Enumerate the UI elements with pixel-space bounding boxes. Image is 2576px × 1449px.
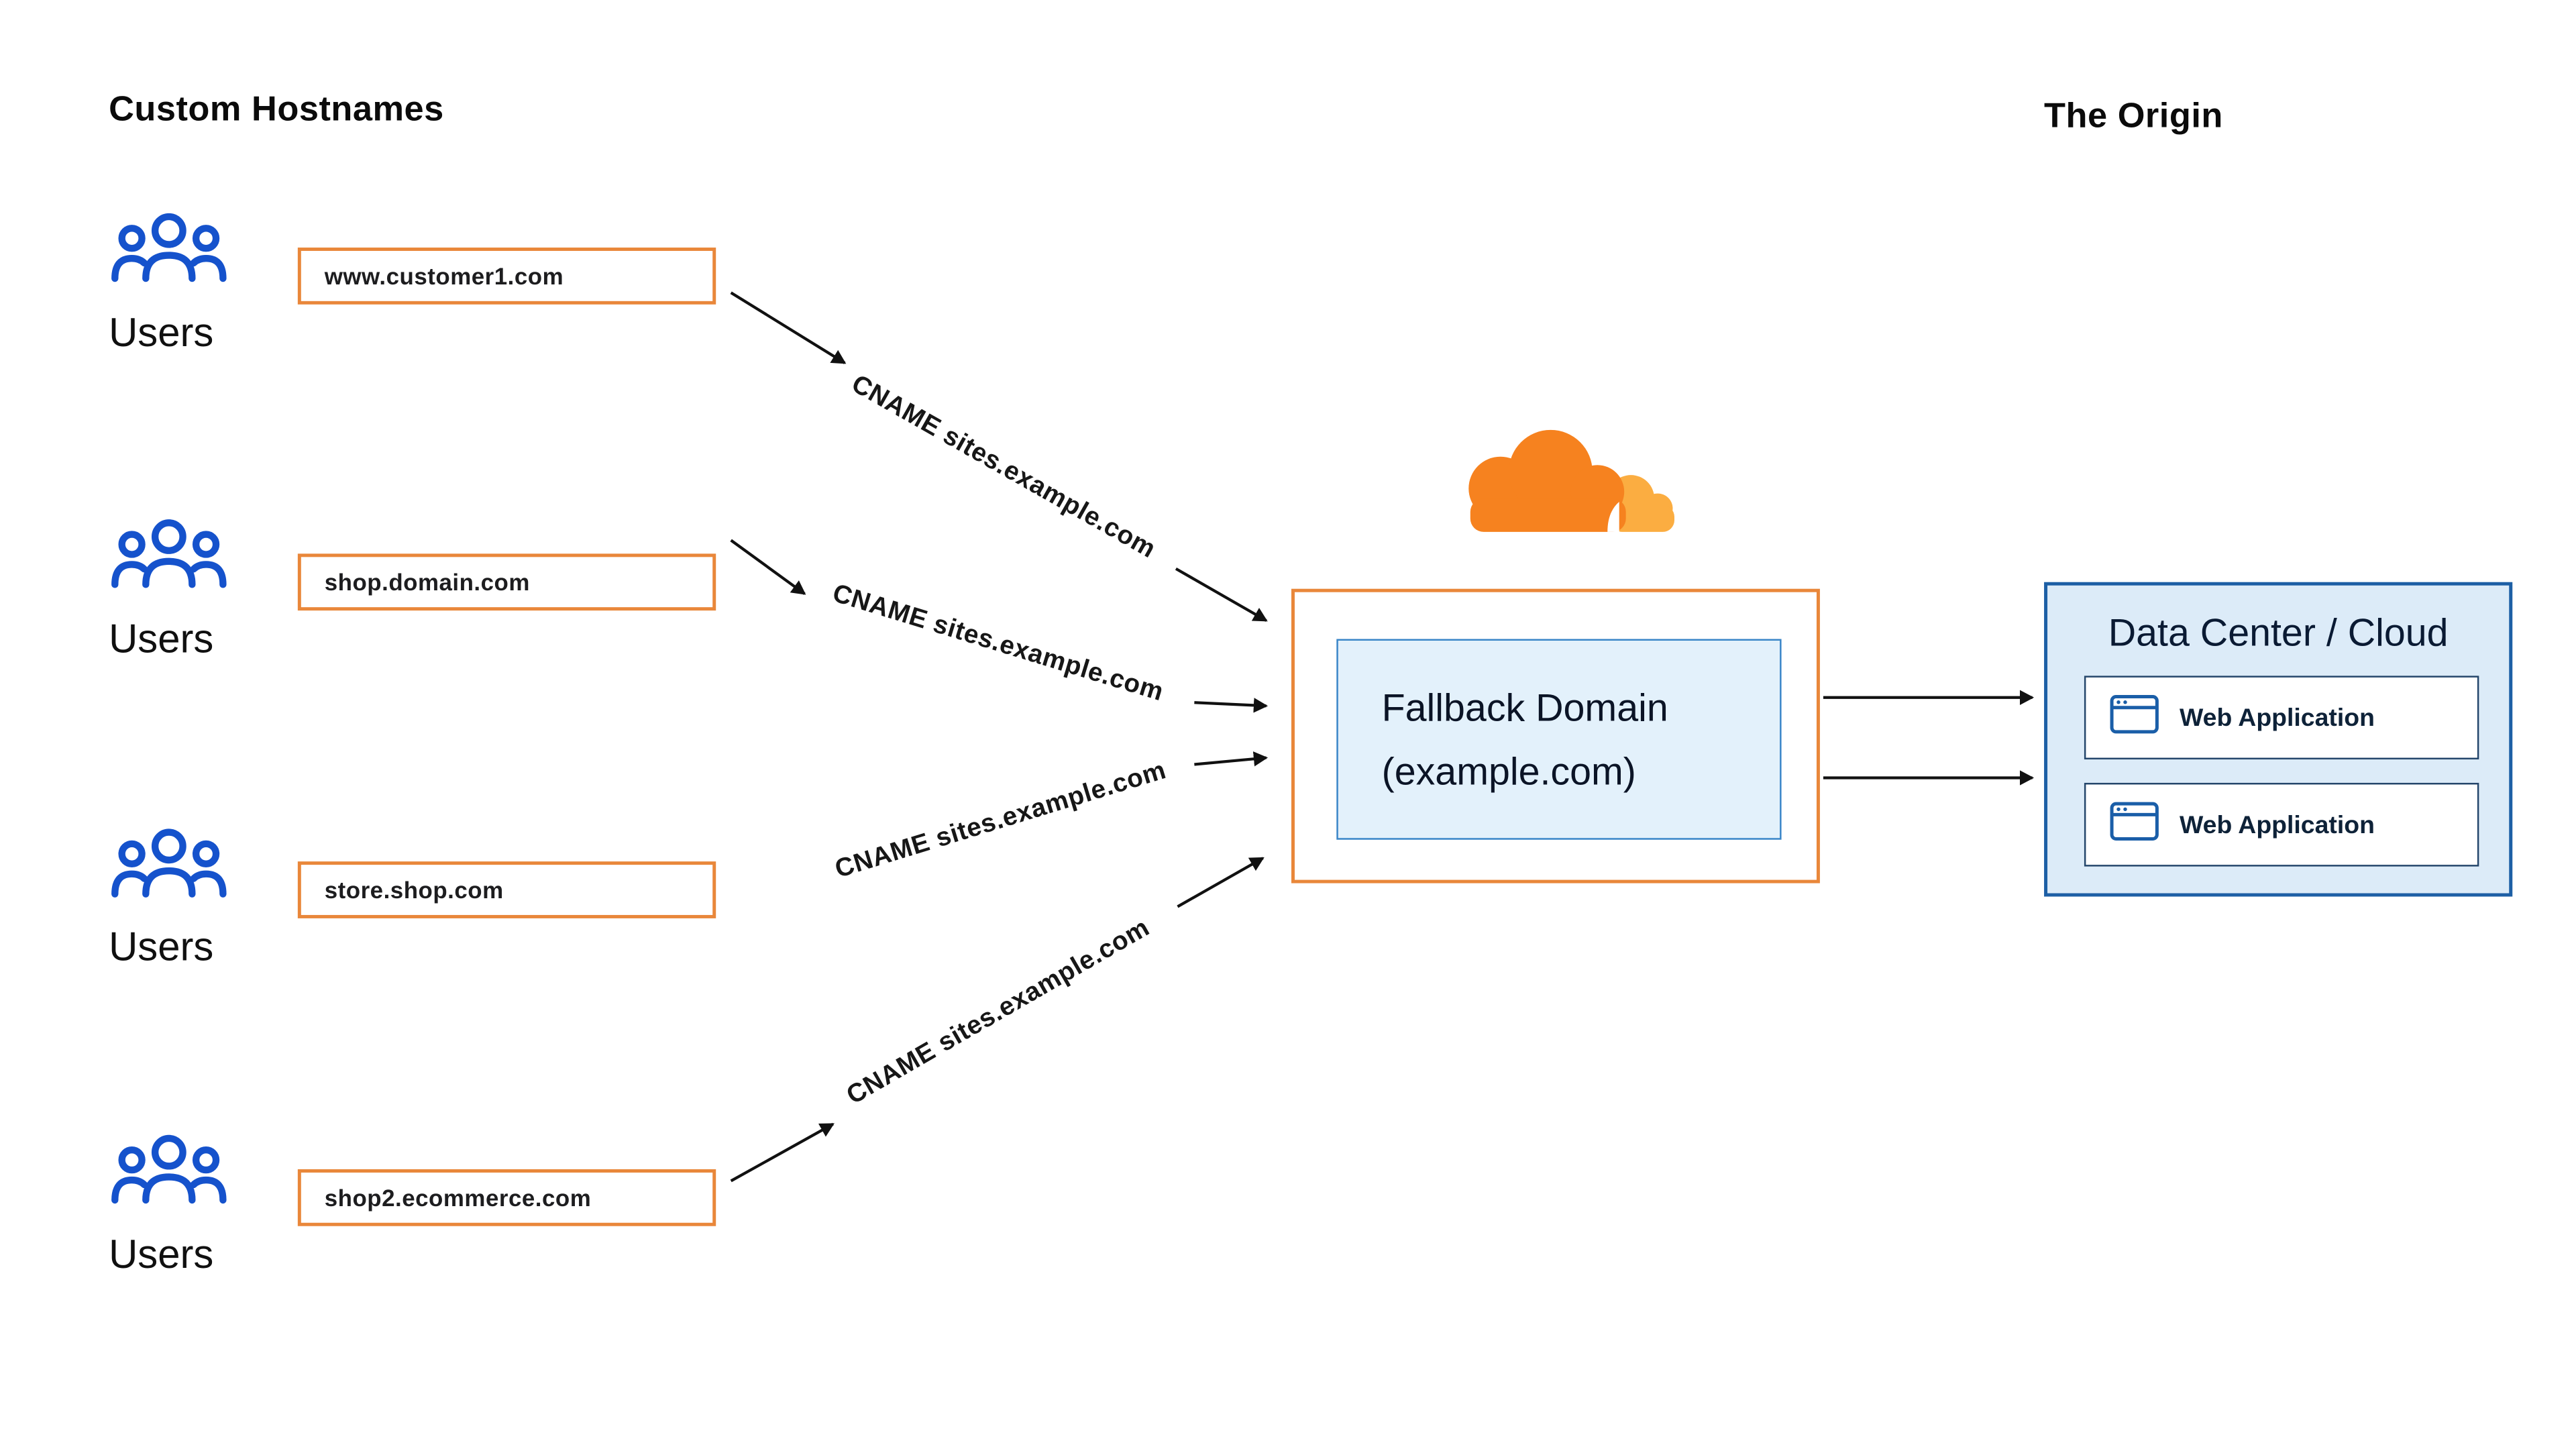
arrow-line <box>1175 567 1268 622</box>
arrow-line <box>730 291 847 364</box>
origin-title-heading: The Origin <box>2044 97 2223 136</box>
users-label: Users <box>109 311 214 357</box>
browser-window-icon <box>2109 800 2159 849</box>
users-label: Users <box>109 617 214 663</box>
arrow-line <box>730 1122 835 1183</box>
browser-window-icon <box>2109 694 2159 742</box>
users-group-icon <box>109 207 229 296</box>
hostname-box-customer1: www.customer1.com <box>297 248 716 305</box>
web-application-box-1: Web Application <box>2084 676 2479 760</box>
hostname-box-shop-domain: shop.domain.com <box>297 553 716 611</box>
fallback-domain-line1: Fallback Domain <box>1381 686 1668 730</box>
web-application-box-2: Web Application <box>2084 782 2479 867</box>
hostname-box-store-shop: store.shop.com <box>297 861 716 918</box>
users-group-icon <box>109 823 229 912</box>
web-application-label: Web Application <box>2180 810 2375 839</box>
cname-label-4: CNAME sites.example.com <box>842 914 1155 1111</box>
cloudflare-logo <box>1430 415 1681 557</box>
users-label: Users <box>109 924 214 971</box>
data-center-box: Data Center / Cloud Web Application <box>2044 582 2513 897</box>
hostname-box-shop2-ecommerce: shop2.ecommerce.com <box>297 1169 716 1226</box>
cname-label-3: CNAME sites.example.com <box>832 756 1170 885</box>
custom-hostnames-title: Custom Hostnames <box>109 90 444 129</box>
fallback-domain-inner-box: Fallback Domain (example.com) <box>1336 639 1782 840</box>
fallback-domain-line2: (example.com) <box>1381 749 1636 793</box>
web-application-label: Web Application <box>2180 703 2375 732</box>
arrow-line <box>1177 857 1265 908</box>
fallback-domain-outer-box: Fallback Domain (example.com) <box>1291 588 1820 883</box>
users-label: Users <box>109 1232 214 1279</box>
arrow-line <box>1194 698 1269 713</box>
data-center-title: Data Center / Cloud <box>2108 610 2449 654</box>
arrow-line <box>1194 751 1269 767</box>
arrow-line <box>730 539 806 595</box>
users-group-icon <box>109 514 229 602</box>
cname-label-1: CNAME sites.example.com <box>846 370 1161 565</box>
cname-label-2: CNAME sites.example.com <box>828 579 1167 708</box>
users-group-icon <box>109 1129 229 1218</box>
